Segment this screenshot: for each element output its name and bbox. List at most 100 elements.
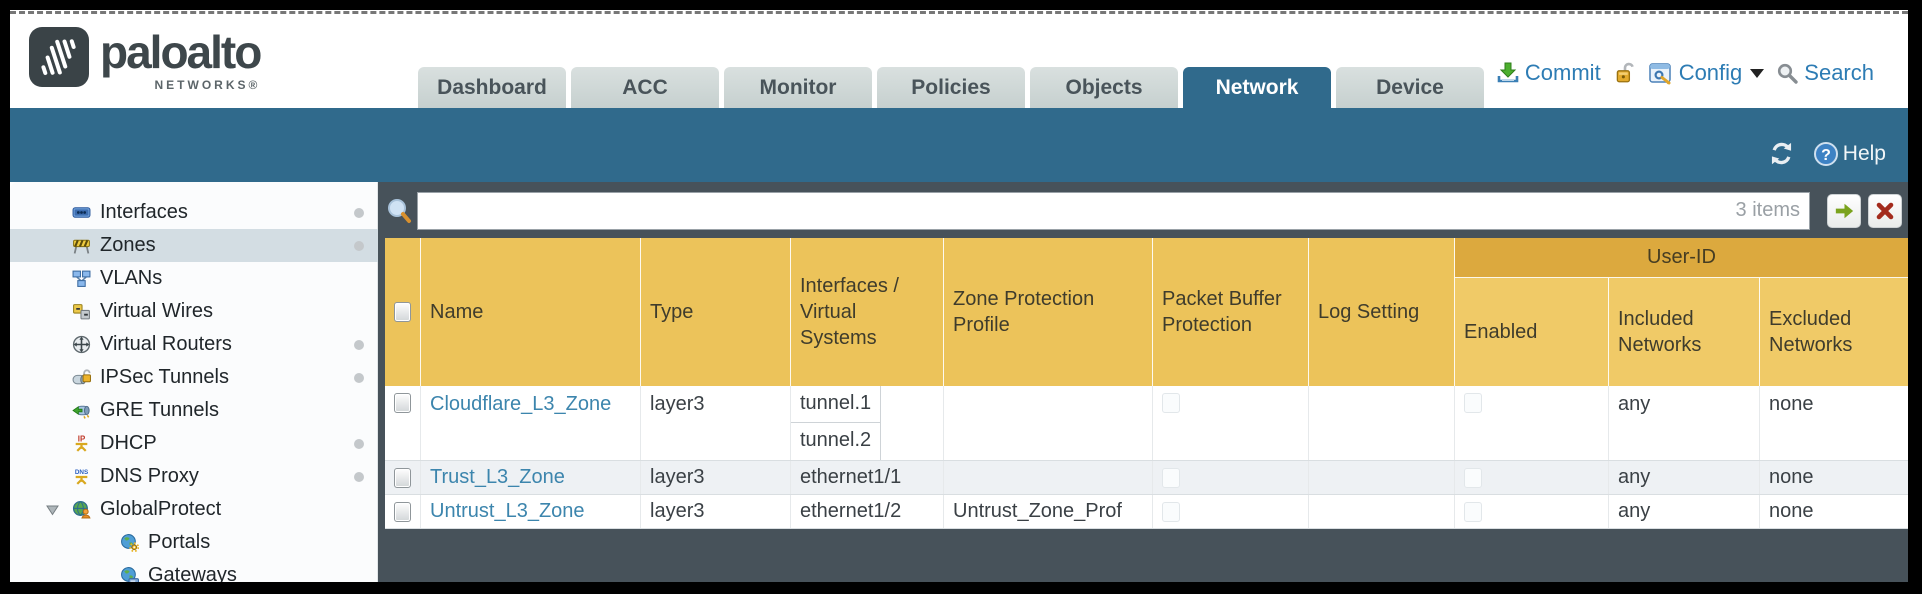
item-indicator-dot [354, 373, 364, 383]
log-setting-cell [1309, 386, 1455, 460]
filter-search-icon[interactable] [386, 198, 412, 224]
gateways-icon [121, 567, 139, 582]
sidebar-item-label: GlobalProtect [100, 498, 222, 520]
zones-table: Name Type Interfaces / Virtual Systems Z… [385, 238, 1908, 529]
zone-protection-profile-cell: Untrust_Zone_Prof [944, 495, 1153, 528]
included-networks-cell: any [1609, 461, 1760, 494]
column-header-zone-protection-profile[interactable]: Zone Protection Profile [944, 238, 1153, 386]
tab-device[interactable]: Device [1336, 67, 1484, 108]
tab-dashboard[interactable]: Dashboard [418, 67, 566, 108]
row-checkbox[interactable] [394, 467, 411, 488]
sidebar-item-label: GRE Tunnels [100, 399, 219, 421]
sidebar-item-label: DNS Proxy [100, 465, 199, 487]
select-all-header-cell [385, 238, 421, 386]
item-indicator-dot [354, 241, 364, 251]
commit-button[interactable]: Commit [1496, 60, 1601, 86]
commit-label: Commit [1524, 60, 1601, 85]
search-label: Search [1804, 60, 1874, 85]
help-button[interactable]: ? Help [1813, 141, 1886, 167]
packet-buffer-checkbox[interactable] [1162, 501, 1180, 522]
sidebar-item-portals[interactable]: Portals [10, 526, 378, 559]
gre-tunnels-icon [72, 405, 90, 419]
sidebar-item-zones[interactable]: Zones [10, 229, 378, 262]
zone-name-link[interactable]: Trust_L3_Zone [430, 466, 565, 488]
enabled-checkbox[interactable] [1464, 501, 1482, 522]
dns-proxy-icon: DNS [75, 469, 88, 485]
column-header-log-setting[interactable]: Log Setting [1309, 238, 1455, 386]
portals-icon [121, 534, 139, 552]
sidebar-item-ipsec-tunnels[interactable]: IPSec Tunnels [10, 361, 378, 394]
help-label: Help [1842, 141, 1886, 165]
zones-icon [73, 239, 90, 254]
refresh-icon[interactable] [1768, 140, 1795, 167]
column-header-type[interactable]: Type [641, 238, 791, 386]
main-nav-tabs: Dashboard ACC Monitor Policies Objects N… [418, 67, 1484, 108]
sidebar-item-label: Virtual Routers [100, 333, 232, 355]
interface-entry: tunnel.2 [791, 423, 882, 460]
interface-entry: tunnel.1 [791, 386, 882, 423]
sidebar-item-gre-tunnels[interactable]: GRE Tunnels [10, 394, 378, 427]
search-icon [1778, 63, 1798, 84]
enabled-checkbox[interactable] [1464, 393, 1482, 413]
row-checkbox[interactable] [394, 501, 411, 522]
table-header: Name Type Interfaces / Virtual Systems Z… [385, 238, 1908, 386]
user-id-enabled-cell [1455, 461, 1609, 494]
sidebar-item-dhcp[interactable]: IP DHCP [10, 427, 378, 460]
help-icon: ? [1813, 141, 1838, 166]
interfaces-icon [72, 207, 91, 218]
excluded-networks-cell: none [1769, 500, 1814, 522]
interfaces-cell: ethernet1/2 [791, 495, 944, 528]
zone-name-link[interactable]: Untrust_L3_Zone [430, 500, 585, 522]
tab-acc[interactable]: ACC [571, 67, 719, 108]
user-id-column-group: User-ID Enabled Included Networks Exclud… [1455, 238, 1908, 386]
sidebar-item-label: Portals [148, 531, 211, 553]
column-header-name[interactable]: Name [421, 238, 641, 386]
brand-subtitle: NETWORKS® [154, 78, 261, 92]
tab-monitor[interactable]: Monitor [724, 67, 872, 108]
sub-header-band: ? Help [10, 108, 1908, 182]
sidebar-item-virtual-wires[interactable]: Virtual Wires [10, 295, 378, 328]
unlocked-lock-icon[interactable] [1613, 61, 1637, 85]
sidebar-item-label: DHCP [100, 432, 157, 454]
config-icon [1648, 62, 1671, 84]
log-setting-cell [1309, 461, 1455, 494]
item-indicator-dot [354, 439, 364, 449]
config-dropdown[interactable]: Config [1648, 60, 1765, 86]
virtual-wires-icon [73, 304, 90, 320]
sidebar-item-dns-proxy[interactable]: DNS DNS Proxy [10, 460, 378, 493]
table-row[interactable]: Untrust_L3_Zone layer3 ethernet1/2 Untru… [385, 495, 1908, 529]
tab-objects[interactable]: Objects [1030, 67, 1178, 108]
column-header-enabled[interactable]: Enabled [1455, 278, 1609, 386]
sidebar-item-virtual-routers[interactable]: Virtual Routers [10, 328, 378, 361]
zone-protection-profile-cell [944, 461, 1153, 494]
excluded-networks-cell: none [1769, 393, 1814, 415]
zone-name-link[interactable]: Cloudflare_L3_Zone [430, 393, 612, 415]
expand-triangle-icon[interactable] [46, 505, 59, 516]
row-checkbox[interactable] [394, 393, 411, 413]
zone-protection-profile-cell [944, 386, 1153, 460]
column-header-packet-buffer-protection[interactable]: Packet Buffer Protection [1153, 238, 1309, 386]
included-networks-cell: any [1609, 495, 1760, 528]
enabled-checkbox[interactable] [1464, 467, 1482, 488]
filter-input[interactable] [417, 192, 1810, 230]
select-all-checkbox[interactable] [394, 302, 411, 322]
sidebar-item-gateways[interactable]: Gateways [10, 559, 378, 582]
packet-buffer-checkbox[interactable] [1162, 393, 1180, 413]
sidebar-item-globalprotect[interactable]: GlobalProtect [10, 493, 378, 526]
column-header-included-networks[interactable]: Included Networks [1609, 278, 1760, 386]
global-search-button[interactable]: Search [1776, 60, 1874, 86]
sidebar-item-interfaces[interactable]: Interfaces [10, 196, 378, 229]
table-row[interactable]: Trust_L3_Zone layer3 ethernet1/1 any non… [385, 461, 1908, 495]
network-sidebar: Interfaces Zones VLANs [10, 182, 378, 582]
clear-filter-button[interactable] [1868, 194, 1902, 228]
sidebar-item-vlans[interactable]: VLANs [10, 262, 378, 295]
table-row[interactable]: Cloudflare_L3_Zone layer3 tunnel.1 tunne… [385, 386, 1908, 461]
column-header-interfaces[interactable]: Interfaces / Virtual Systems [791, 238, 944, 386]
packet-buffer-checkbox[interactable] [1162, 467, 1180, 488]
zone-type-cell: layer3 [641, 386, 791, 460]
apply-filter-button[interactable] [1827, 194, 1861, 228]
column-header-excluded-networks[interactable]: Excluded Networks [1760, 278, 1908, 386]
paloalto-logo-icon [29, 27, 89, 87]
tab-network[interactable]: Network [1183, 67, 1331, 108]
tab-policies[interactable]: Policies [877, 67, 1025, 108]
